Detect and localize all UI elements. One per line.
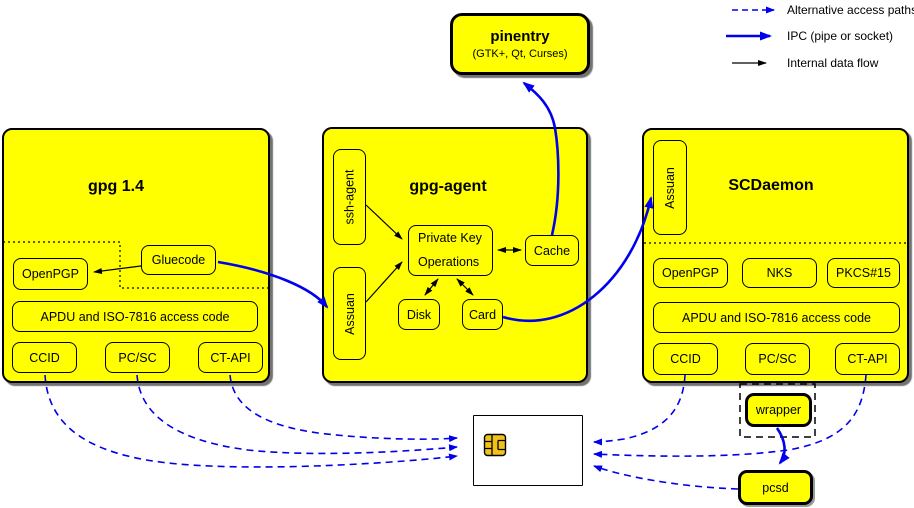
ipc-wrapper-to-pcsd — [775, 427, 790, 465]
gpg14-ccid-label: CCID — [29, 350, 60, 365]
gpg14-title: gpg 1.4 — [87, 178, 145, 195]
agent-ssh-agent-label: ssh-agent — [342, 169, 357, 225]
pinentry-title: pinentry — [490, 28, 550, 45]
scd-ctapi-label: CT-API — [847, 352, 888, 366]
scd-apdu-label: APDU and ISO-7816 access code — [682, 310, 871, 325]
pinentry-box: pinentry (GTK+, Qt, Curses) — [450, 13, 590, 75]
scd-pkcs15-box: PKCS#15 — [827, 258, 900, 288]
scd-ccid-label: CCID — [670, 352, 701, 366]
wrapper-box: wrapper — [745, 393, 812, 427]
gpg14-openpgp-label: OpenPGP — [22, 267, 79, 281]
scdaemon-title: SCDaemon — [728, 177, 814, 194]
agent-ssh-agent-box: ssh-agent — [333, 149, 366, 245]
scd-assuan-box: Assuan — [653, 140, 687, 235]
legend-alt-label: Alternative access paths — [787, 3, 914, 17]
agent-card-box: Card — [462, 299, 503, 330]
alt-scd-ccid-to-card — [593, 374, 686, 446]
gpg14-apdu-box: APDU and ISO-7816 access code — [12, 301, 258, 332]
scd-nks-box: NKS — [742, 258, 817, 288]
scd-openpgp-label: OpenPGP — [662, 266, 719, 280]
agent-disk-label: Disk — [406, 307, 432, 322]
agent-card-label: Card — [468, 307, 497, 322]
gpg14-gluecode-box: Gluecode — [141, 245, 216, 275]
alt-gpg14-pcsc-to-card — [136, 374, 458, 455]
gpg14-pcsc-box: PC/SC — [105, 342, 170, 373]
gpg-agent-title: gpg-agent — [409, 178, 487, 195]
scd-pcsc-label: PC/SC — [758, 352, 797, 366]
scd-ctapi-box: CT-API — [835, 343, 900, 375]
agent-pko-line1: Private Key — [418, 231, 482, 246]
scd-ccid-box: CCID — [653, 343, 718, 375]
wrapper-label: wrapper — [755, 403, 802, 417]
scd-pkcs15-label: PKCS#15 — [836, 266, 891, 280]
pinentry-subtitle: (GTK+, Qt, Curses) — [472, 48, 568, 60]
alt-scd-ctapi-to-card — [593, 374, 867, 458]
legend-internal-label: Internal data flow — [787, 56, 879, 70]
gpg14-gluecode-label: Gluecode — [151, 253, 206, 267]
gpg14-apdu-label: APDU and ISO-7816 access code — [40, 309, 230, 324]
agent-cache-box: Cache — [525, 235, 579, 266]
pcsd-box: pcsd — [738, 470, 813, 505]
legend-ipc-label: IPC (pipe or socket) — [787, 29, 894, 43]
agent-assuan-label: Assuan — [342, 292, 357, 335]
gpg14-pcsc-label: PC/SC — [118, 350, 157, 365]
agent-disk-box: Disk — [398, 299, 440, 330]
scd-openpgp-box: OpenPGP — [653, 258, 728, 288]
alt-gpg14-ccid-to-card — [44, 374, 458, 468]
scd-nks-label: NKS — [766, 266, 793, 280]
agent-assuan-box: Assuan — [333, 267, 366, 360]
gpg14-ccid-box: CCID — [12, 342, 77, 373]
gpg14-ctapi-label: CT-API — [210, 350, 251, 365]
scd-apdu-box: APDU and ISO-7816 access code — [653, 302, 900, 333]
smartcard — [473, 415, 583, 486]
agent-private-key-operations-box: Private Key Operations — [408, 225, 493, 276]
scd-pcsc-box: PC/SC — [745, 343, 810, 375]
scd-assuan-label: Assuan — [663, 166, 678, 209]
gpg14-ctapi-box: CT-API — [198, 342, 263, 373]
alt-gpg14-ctapi-to-card — [229, 374, 458, 443]
gpg14-openpgp-box: OpenPGP — [13, 258, 88, 290]
alt-pcsd-to-card — [593, 465, 739, 490]
agent-cache-label: Cache — [533, 243, 571, 258]
legend: Alternative access paths IPC (pipe or so… — [0, 0, 914, 80]
pcsd-label: pcsd — [762, 480, 789, 495]
agent-pko-line2: Operations — [418, 254, 480, 269]
